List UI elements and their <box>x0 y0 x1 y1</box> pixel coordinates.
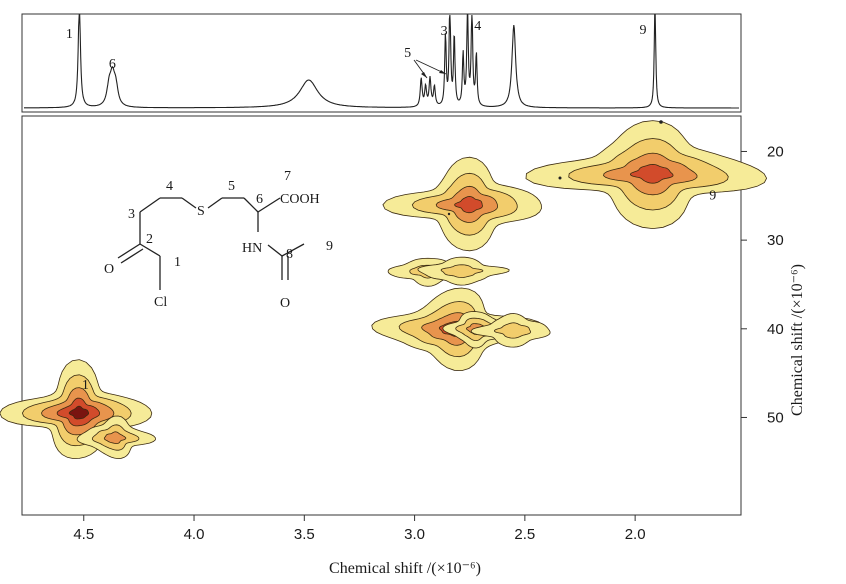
carbon-number-9: 9 <box>326 239 333 254</box>
x-tick-label: 3.5 <box>294 526 315 543</box>
structure-labels: COOH HN S O O Cl 1 2 3 4 5 6 7 8 9 <box>104 169 333 311</box>
x-axis-title: Chemical shift /(×10⁻⁶) <box>329 560 481 577</box>
noise-dot <box>558 176 562 180</box>
spectrum-1d-trace <box>24 14 739 109</box>
carbon-number-3: 3 <box>128 207 135 222</box>
chemical-structure <box>117 197 305 290</box>
nh-label: HN <box>242 241 262 256</box>
y-axis-title: Chemical shift /(×10⁻⁶) <box>789 264 806 416</box>
carbon-number-4: 4 <box>166 179 173 194</box>
cross-peak <box>470 313 551 348</box>
carbon-number-1: 1 <box>174 255 181 270</box>
y-tick-label: 30 <box>767 232 784 249</box>
spectrum-peak-label: 9 <box>639 23 646 38</box>
cross-peak-label: 1 <box>82 378 89 393</box>
x-tick-label: 4.5 <box>73 526 94 543</box>
contour-level <box>454 195 483 214</box>
contour-level <box>68 405 89 420</box>
sulfur-label: S <box>197 204 205 219</box>
chlorine-label: Cl <box>154 295 167 310</box>
noise-dot <box>447 212 451 216</box>
contour-level <box>440 264 484 278</box>
spectrum-peak-label: 6 <box>109 57 116 72</box>
contour-peaks <box>0 120 768 460</box>
x-tick-label: 2.0 <box>625 526 646 543</box>
x-tick-label: 3.0 <box>404 526 425 543</box>
y-tick-label: 20 <box>767 143 784 160</box>
cross-peak <box>417 256 510 286</box>
y-tick-label: 50 <box>767 409 784 426</box>
spectrum-peak-label: 4 <box>474 19 481 34</box>
contour-level <box>493 322 532 339</box>
carbon-number-2: 2 <box>146 232 153 247</box>
carbon-number-7: 7 <box>284 169 291 184</box>
spectrum-peak-label: 3 <box>441 24 448 39</box>
cross-peak <box>525 120 768 230</box>
spectrum-peak-label: 1 <box>66 27 73 42</box>
cross-peak-label: 9 <box>709 189 716 204</box>
cooh-label: COOH <box>280 192 320 207</box>
spectrum-1d-panel: 1 6 5 3 4 9 <box>21 13 742 113</box>
x-tick-label: 2.5 <box>514 526 535 543</box>
spectrum-peak-label: 5 <box>404 46 411 61</box>
cross-peak-labels: 19 <box>82 189 716 393</box>
spectrum-1d-labels: 1 6 5 3 4 9 <box>66 19 647 72</box>
contour-level <box>103 431 127 444</box>
ketone-oxygen-label: O <box>104 262 114 277</box>
y-tick-label: 40 <box>767 321 784 338</box>
carbon-number-8: 8 <box>286 247 293 262</box>
cross-peak <box>76 415 156 460</box>
carbon-number-5: 5 <box>228 179 235 194</box>
amide-oxygen-label: O <box>280 296 290 311</box>
cross-peak <box>382 156 542 252</box>
peak-5-arrows <box>413 59 447 79</box>
noise-dot <box>659 120 663 124</box>
x-tick-label: 4.0 <box>184 526 205 543</box>
x-axis-ticks: 4.5 4.0 3.5 3.0 2.5 2.0 <box>73 515 646 543</box>
carbon-number-6: 6 <box>256 192 263 207</box>
y-axis-ticks: 20 30 40 50 <box>741 143 784 426</box>
contour-level <box>629 163 674 184</box>
